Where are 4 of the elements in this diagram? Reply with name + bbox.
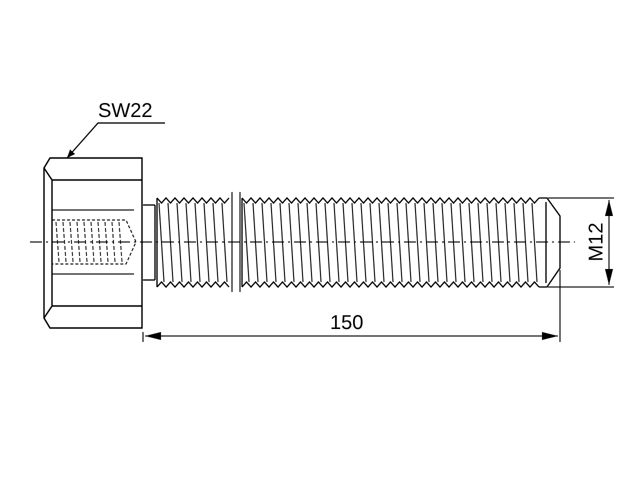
dimension-value: M12	[585, 222, 608, 262]
dimension-value: 150	[330, 312, 364, 334]
part-label: SW22	[98, 100, 166, 122]
leader-line	[66, 122, 165, 158]
